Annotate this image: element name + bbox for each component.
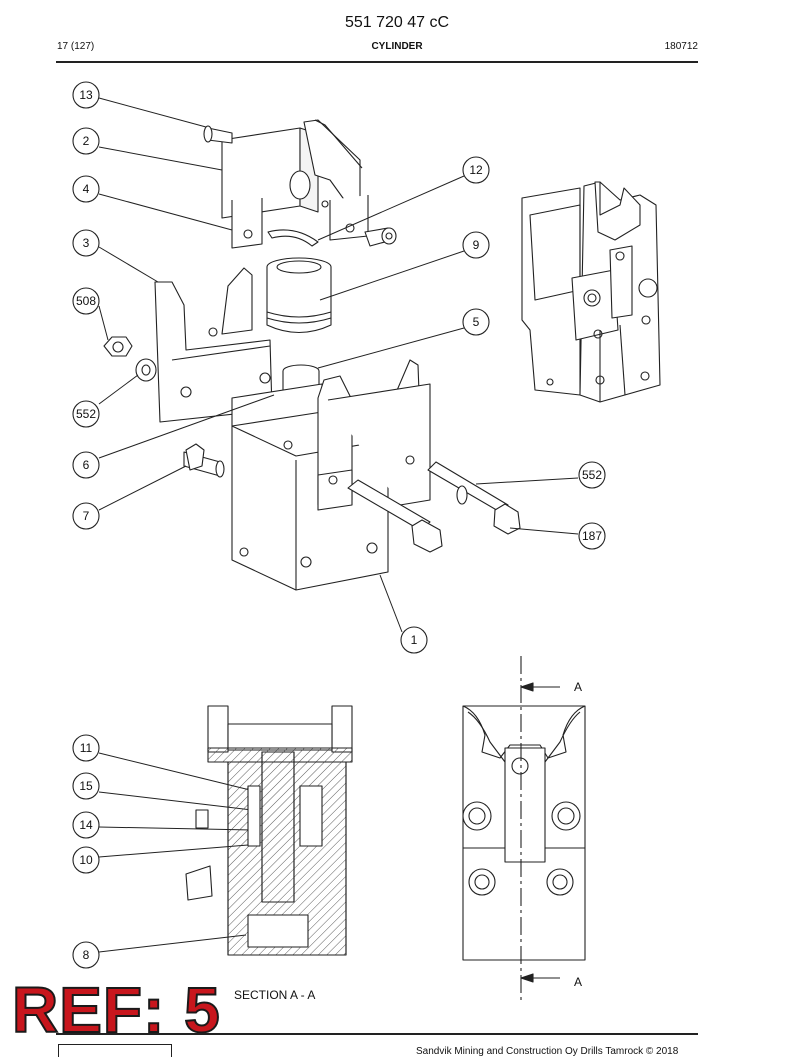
- callout-label: 4: [83, 182, 90, 196]
- callout-label: 13: [79, 88, 93, 102]
- callout-3: 3: [72, 229, 100, 257]
- callout-circle: [462, 156, 490, 184]
- footer-copyright: Sandvik Mining and Construction Oy Drill…: [416, 1046, 679, 1057]
- callout-label: 552: [582, 468, 602, 482]
- callout-label: 15: [79, 779, 93, 793]
- leader-lines: [98, 97, 579, 953]
- callout-circle: [72, 734, 100, 762]
- bolt-part: [347, 461, 521, 553]
- callout-label: 12: [469, 163, 483, 177]
- section-label: SECTION A - A: [234, 988, 316, 1002]
- page-number: 17 (127): [57, 41, 95, 52]
- callout-circle: [72, 287, 100, 315]
- callout-circle: [72, 502, 100, 530]
- upper-bracket-part: [203, 119, 369, 249]
- ref-stamp: REF: 5: [11, 974, 221, 1046]
- callout-4: 4: [72, 175, 100, 203]
- callout-circle: [72, 229, 100, 257]
- callout-label: 9: [473, 238, 480, 252]
- callout-1: 1: [400, 626, 428, 654]
- callout-circle: [72, 811, 100, 839]
- header-rule: [56, 61, 698, 63]
- callout-508: 508: [72, 287, 100, 315]
- callout-8: 8: [72, 941, 100, 969]
- callout-label: 6: [83, 458, 90, 472]
- clip-part: [267, 229, 319, 247]
- end-view: [462, 705, 586, 961]
- callout-circle: [72, 451, 100, 479]
- section-arrow-top: [520, 682, 560, 692]
- nut-part: [103, 336, 133, 357]
- brand-logo: [58, 1044, 172, 1057]
- section-cutaway-view: [185, 705, 353, 956]
- callout-552b: 552: [578, 461, 606, 489]
- section-marker-top: A: [574, 680, 582, 694]
- callout-label: 8: [83, 948, 90, 962]
- callout-label: 3: [83, 236, 90, 250]
- callout-2: 2: [72, 127, 100, 155]
- callout-14: 14: [72, 811, 100, 839]
- section-marker-bottom: A: [574, 975, 582, 989]
- callout-label: 187: [582, 529, 602, 543]
- callout-15: 15: [72, 772, 100, 800]
- callout-circle: [462, 231, 490, 259]
- document-number: 551 720 47 cC: [344, 14, 450, 31]
- callout-5: 5: [462, 308, 490, 336]
- callout-circle: [578, 522, 606, 550]
- date-code: 180712: [664, 41, 698, 52]
- callout-circle: [578, 461, 606, 489]
- piston-part: [266, 257, 332, 333]
- callout-circle: [462, 308, 490, 336]
- callout-circle: [72, 127, 100, 155]
- callout-circle: [72, 772, 100, 800]
- callout-circle: [72, 175, 100, 203]
- page-title: CYLINDER: [371, 41, 423, 52]
- callout-13: 13: [72, 81, 100, 109]
- callout-552a: 552: [72, 400, 100, 428]
- callout-187: 187: [578, 522, 606, 550]
- cylinder-body-part: [231, 359, 431, 591]
- callout-label: 14: [79, 818, 93, 832]
- callout-label: 508: [76, 294, 96, 308]
- washer-part: [135, 358, 157, 382]
- callout-label: 552: [76, 407, 96, 421]
- fitting-part: [183, 443, 225, 478]
- footer-rule: [56, 1033, 698, 1035]
- callout-6: 6: [72, 451, 100, 479]
- section-arrow-bottom: [520, 973, 560, 983]
- callout-circle: [72, 846, 100, 874]
- callout-label: 10: [79, 853, 93, 867]
- callout-9: 9: [462, 231, 490, 259]
- callout-label: 7: [83, 509, 90, 523]
- callout-label: 2: [83, 134, 90, 148]
- callout-circle: [72, 400, 100, 428]
- assembled-view: [521, 181, 661, 403]
- callout-7: 7: [72, 502, 100, 530]
- callout-10: 10: [72, 846, 100, 874]
- side-bracket-part: [154, 267, 273, 423]
- callout-11: 11: [72, 734, 100, 762]
- cap-screw-part: [364, 227, 397, 247]
- callout-label: 11: [80, 741, 93, 755]
- callout-circle: [72, 81, 100, 109]
- callout-circle: [72, 941, 100, 969]
- callout-circle: [400, 626, 428, 654]
- callout-12: 12: [462, 156, 490, 184]
- callout-label: 5: [473, 315, 480, 329]
- callout-label: 1: [411, 633, 418, 647]
